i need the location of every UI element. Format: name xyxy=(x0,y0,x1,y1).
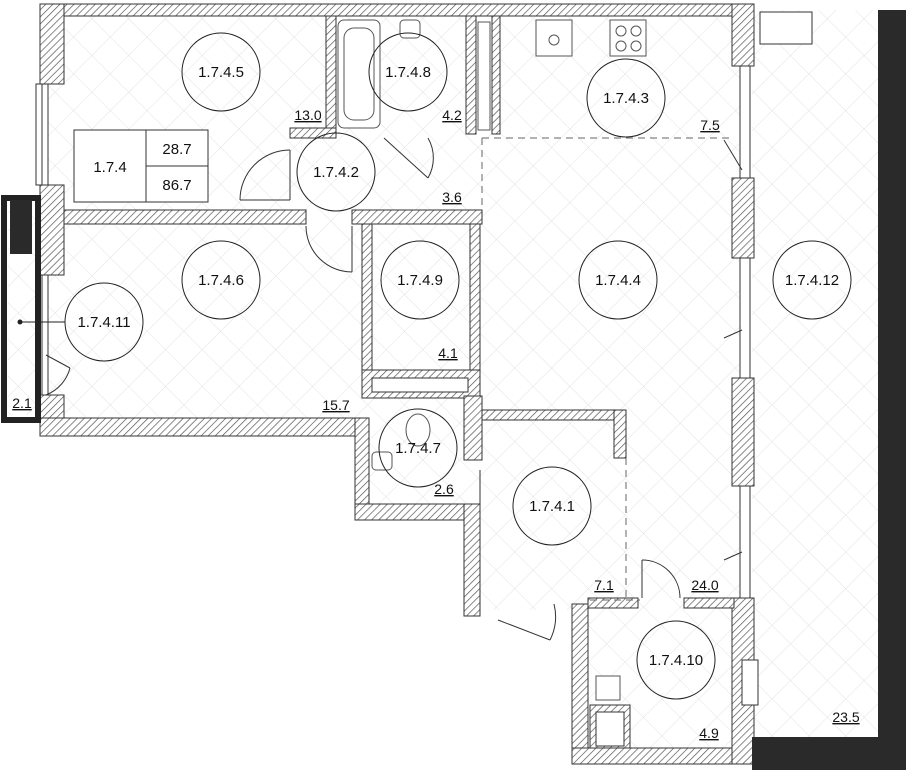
summary-table: 1.7.4 28.7 86.7 xyxy=(73,129,209,203)
room-marker-circle xyxy=(636,620,716,700)
room-area-label: 13.0 xyxy=(294,107,321,123)
room-id-label: 1.7.4.3 xyxy=(603,90,649,107)
room-r6: 1.7.4.6 15.7 xyxy=(181,240,350,413)
room-area-label: 3.6 xyxy=(442,189,462,205)
interior-walls xyxy=(63,15,735,749)
room-area-label: 4.2 xyxy=(442,107,462,123)
room-r2: 1.7.4.2 3.6 xyxy=(296,132,462,212)
balcony-frame xyxy=(1,10,906,770)
room-id-label: 1.7.4.11 xyxy=(77,314,130,331)
apartment-id: 1.7.4 xyxy=(93,159,126,176)
zone-dividers xyxy=(481,137,730,601)
room-area-label: 4.9 xyxy=(699,725,719,741)
washbasin-icon xyxy=(399,19,421,39)
room-id-label: 1.7.4.4 xyxy=(595,272,641,289)
room-marker-circle xyxy=(512,466,592,546)
room-marker-circle xyxy=(296,132,376,212)
fixtures xyxy=(337,19,647,701)
room-marker-circle xyxy=(181,240,261,320)
room-area-label: 7.5 xyxy=(700,117,720,133)
room-area-label: 4.1 xyxy=(438,345,458,361)
room-area-label: 2.6 xyxy=(434,481,454,497)
room-id-label: 1.7.4.2 xyxy=(313,164,359,181)
room-marker-circle xyxy=(772,240,852,320)
room-area-label: 23.5 xyxy=(832,709,859,725)
room-r3: 1.7.4.3 7.5 xyxy=(586,58,720,138)
room-r12: 1.7.4.12 23.5 xyxy=(772,240,860,725)
room-id-label: 1.7.4.10 xyxy=(649,652,703,669)
windows xyxy=(35,65,751,599)
room-id-label: 1.7.4.1 xyxy=(529,498,575,515)
room-r10: 1.7.4.10 4.9 xyxy=(636,620,719,741)
room-marker-circle xyxy=(368,32,448,112)
leader-dot xyxy=(17,319,23,325)
room-id-label: 1.7.4.8 xyxy=(385,64,431,81)
room-id-label: 1.7.4.5 xyxy=(198,64,244,81)
room-r5: 1.7.4.5 13.0 xyxy=(181,32,322,123)
room-markers: 1.7.4.5 13.0 1.7.4.8 4.2 1.7.4.3 7.5 1.7.4.2 3.… xyxy=(12,32,860,741)
toilet-icon xyxy=(405,413,431,447)
room-r7: 1.7.4.7 2.6 xyxy=(378,408,458,497)
room-id-label: 1.7.4.12 xyxy=(785,272,839,289)
room-area-label: 7.1 xyxy=(594,577,614,593)
room-marker-circle xyxy=(380,240,460,320)
room-r1: 1.7.4.1 7.1 xyxy=(512,466,614,593)
room-area-label: 24.0 xyxy=(691,577,718,593)
doors xyxy=(45,137,743,641)
duct-icon xyxy=(477,21,491,131)
room-id-label: 1.7.4.6 xyxy=(198,272,244,289)
room-marker-circle xyxy=(378,408,458,488)
room-r9: 1.7.4.9 4.1 xyxy=(380,240,460,361)
room-area-label: 15.7 xyxy=(322,397,349,413)
total-area: 86.7 xyxy=(162,177,191,194)
room-id-label: 1.7.4.9 xyxy=(397,272,443,289)
room-r8: 1.7.4.8 4.2 xyxy=(368,32,462,123)
living-area: 28.7 xyxy=(162,141,191,158)
room-area-label: 2.1 xyxy=(12,395,32,411)
room-marker-circle xyxy=(181,32,261,112)
room-r4: 1.7.4.4 24.0 xyxy=(578,240,719,593)
room-marker-circle xyxy=(586,58,666,138)
stove-icon xyxy=(609,19,647,57)
room-id-label: 1.7.4.7 xyxy=(395,440,441,457)
room-marker-circle xyxy=(578,240,658,320)
